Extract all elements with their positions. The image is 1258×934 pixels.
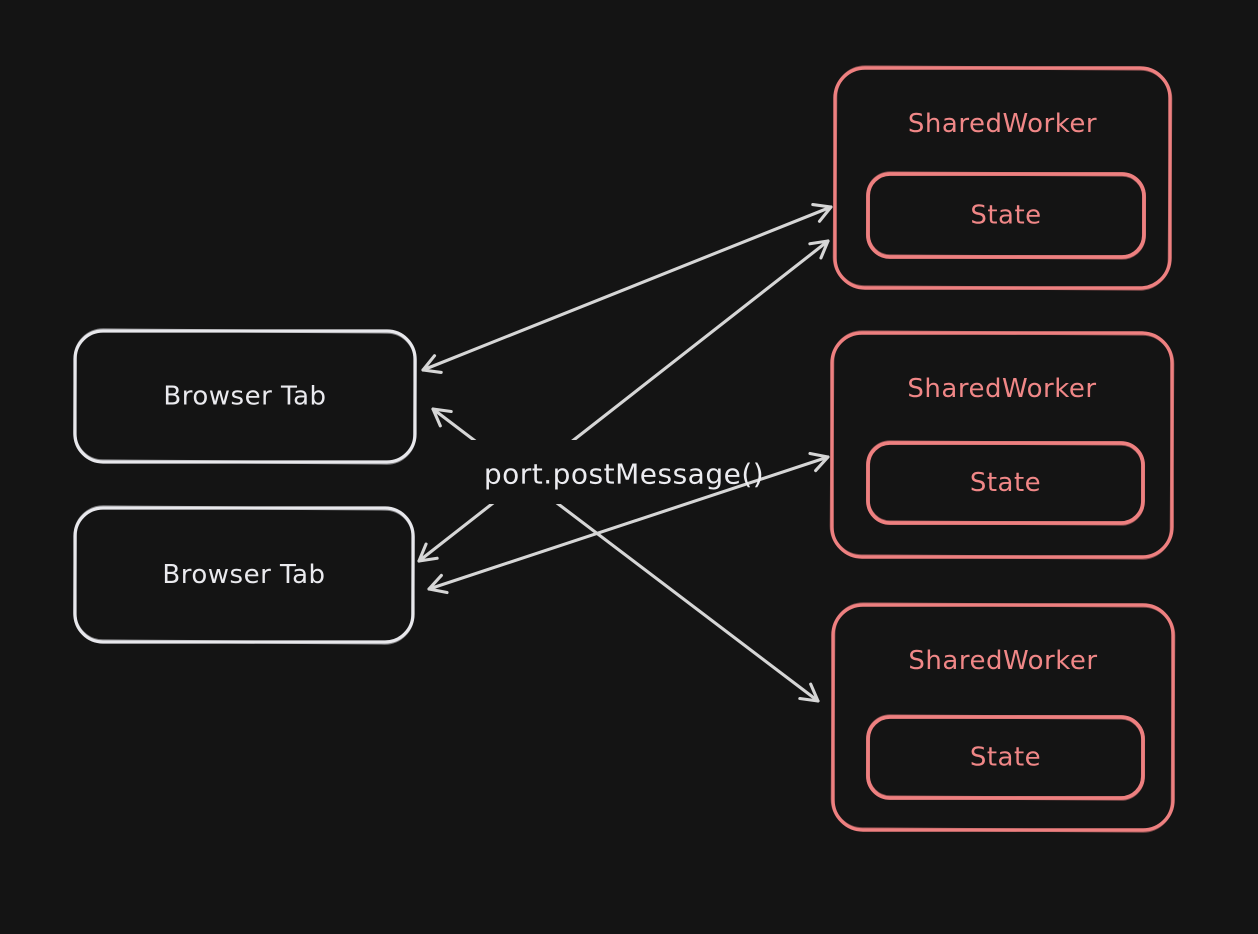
arrow-tab2-worker2[interactable]: [427, 451, 830, 595]
shared-worker-label: SharedWorker: [908, 109, 1097, 139]
browser-tab-label: Browser Tab: [163, 382, 326, 412]
browser-tab-node-1[interactable]: Browser Tab: [73, 328, 417, 465]
shared-worker-label: SharedWorker: [908, 646, 1097, 676]
node-outline-sketch: [865, 171, 1147, 260]
state-label: State: [970, 468, 1041, 498]
arrow-tab1-worker1[interactable]: [421, 203, 833, 374]
state-node-2[interactable]: State: [865, 440, 1146, 526]
node-outline-sketch: [73, 505, 415, 645]
node-outline-sketch: [830, 602, 1176, 833]
browser-tab-label: Browser Tab: [162, 560, 325, 590]
node-outline-sketch: [865, 440, 1146, 526]
state-label: State: [970, 743, 1041, 773]
port-postmessage-label[interactable]: port.postMessage(): [484, 458, 764, 491]
node-outline-sketch: [829, 330, 1175, 560]
node-outline-sketch: [832, 65, 1173, 291]
shared-worker-label: SharedWorker: [907, 374, 1096, 404]
state-node-3[interactable]: State: [865, 714, 1146, 801]
state-label: State: [970, 201, 1041, 231]
state-node-1[interactable]: State: [865, 171, 1147, 260]
node-outline-sketch: [865, 714, 1146, 801]
node-outline-sketch: [73, 328, 417, 465]
browser-tab-node-2[interactable]: Browser Tab: [73, 505, 415, 645]
